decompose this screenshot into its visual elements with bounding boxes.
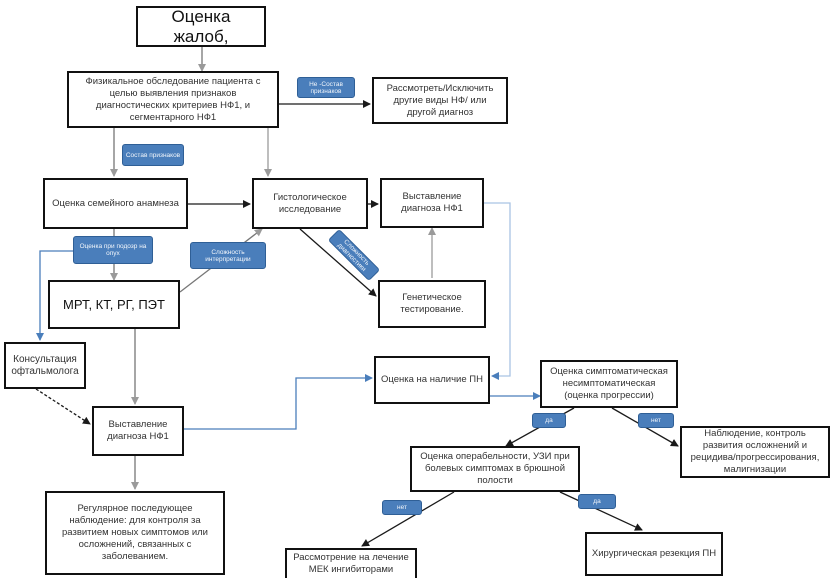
node-diagnosis-nf1-bottom: Выставление диагноза НФ1 xyxy=(92,406,184,456)
tag-no-right: нет xyxy=(638,413,674,428)
node-complaints: Оценка жалоб, xyxy=(136,6,266,47)
node-histology: Гистологическое исследование xyxy=(252,178,368,229)
tag-not-all-signs: Не -Состав признаков xyxy=(297,77,355,98)
tag-yes-left: да xyxy=(532,413,566,428)
tag-suspected-tumor: Оценка при подозр на опух xyxy=(73,236,153,264)
node-surgical-resection: Хирургическая резекция ПН xyxy=(585,532,723,576)
node-regular-followup: Регулярное последующее наблюдение: для к… xyxy=(45,491,225,575)
tag-no-bottom: нет xyxy=(382,500,422,515)
node-diagnosis-nf1-top: Выставление диагноза НФ1 xyxy=(380,178,484,228)
tag-interpretation-difficulty: Сложность интерпретации xyxy=(190,242,266,269)
tag-yes-bottom: да xyxy=(578,494,616,509)
node-consider-exclude: Рассмотреть/Исключить другие виды НФ/ ил… xyxy=(372,77,508,124)
node-physical-exam: Физикальное обследование пациента с цель… xyxy=(67,71,279,128)
node-mek-treatment: Рассмотрение на лечение МЕК ингибиторами xyxy=(285,548,417,578)
edge-operability-to-surgery xyxy=(559,491,643,531)
node-ophthalmologist: Консультация офтальмолога xyxy=(4,342,86,389)
node-genetic-testing: Генетическое тестирование. xyxy=(378,280,486,328)
edge-histology-to-genetic xyxy=(299,228,377,297)
node-operability: Оценка операбельности, УЗИ при болевых с… xyxy=(410,446,580,492)
node-observation-control: Наблюдение, контроль развития осложнений… xyxy=(680,426,830,478)
node-symptomatic-assessment: Оценка симптоматическая несимптоматическ… xyxy=(540,360,678,408)
edge-operability-to-mek xyxy=(361,491,455,547)
edge-ophthalmologist-to-diagnosis xyxy=(35,388,91,425)
node-pn-assessment: Оценка на наличие ПН xyxy=(374,356,490,404)
node-family-history: Оценка семейного анамнеза xyxy=(43,178,188,229)
edge-diagnosis-bottom-to-pn xyxy=(184,374,373,430)
edge-family-to-ophthalmologist xyxy=(36,250,78,341)
tag-signs-composition: Состав признаков xyxy=(122,144,184,166)
node-imaging: МРТ, КТ, РГ, ПЭТ xyxy=(48,280,180,329)
edge-diagnosis-to-pn xyxy=(484,202,511,380)
